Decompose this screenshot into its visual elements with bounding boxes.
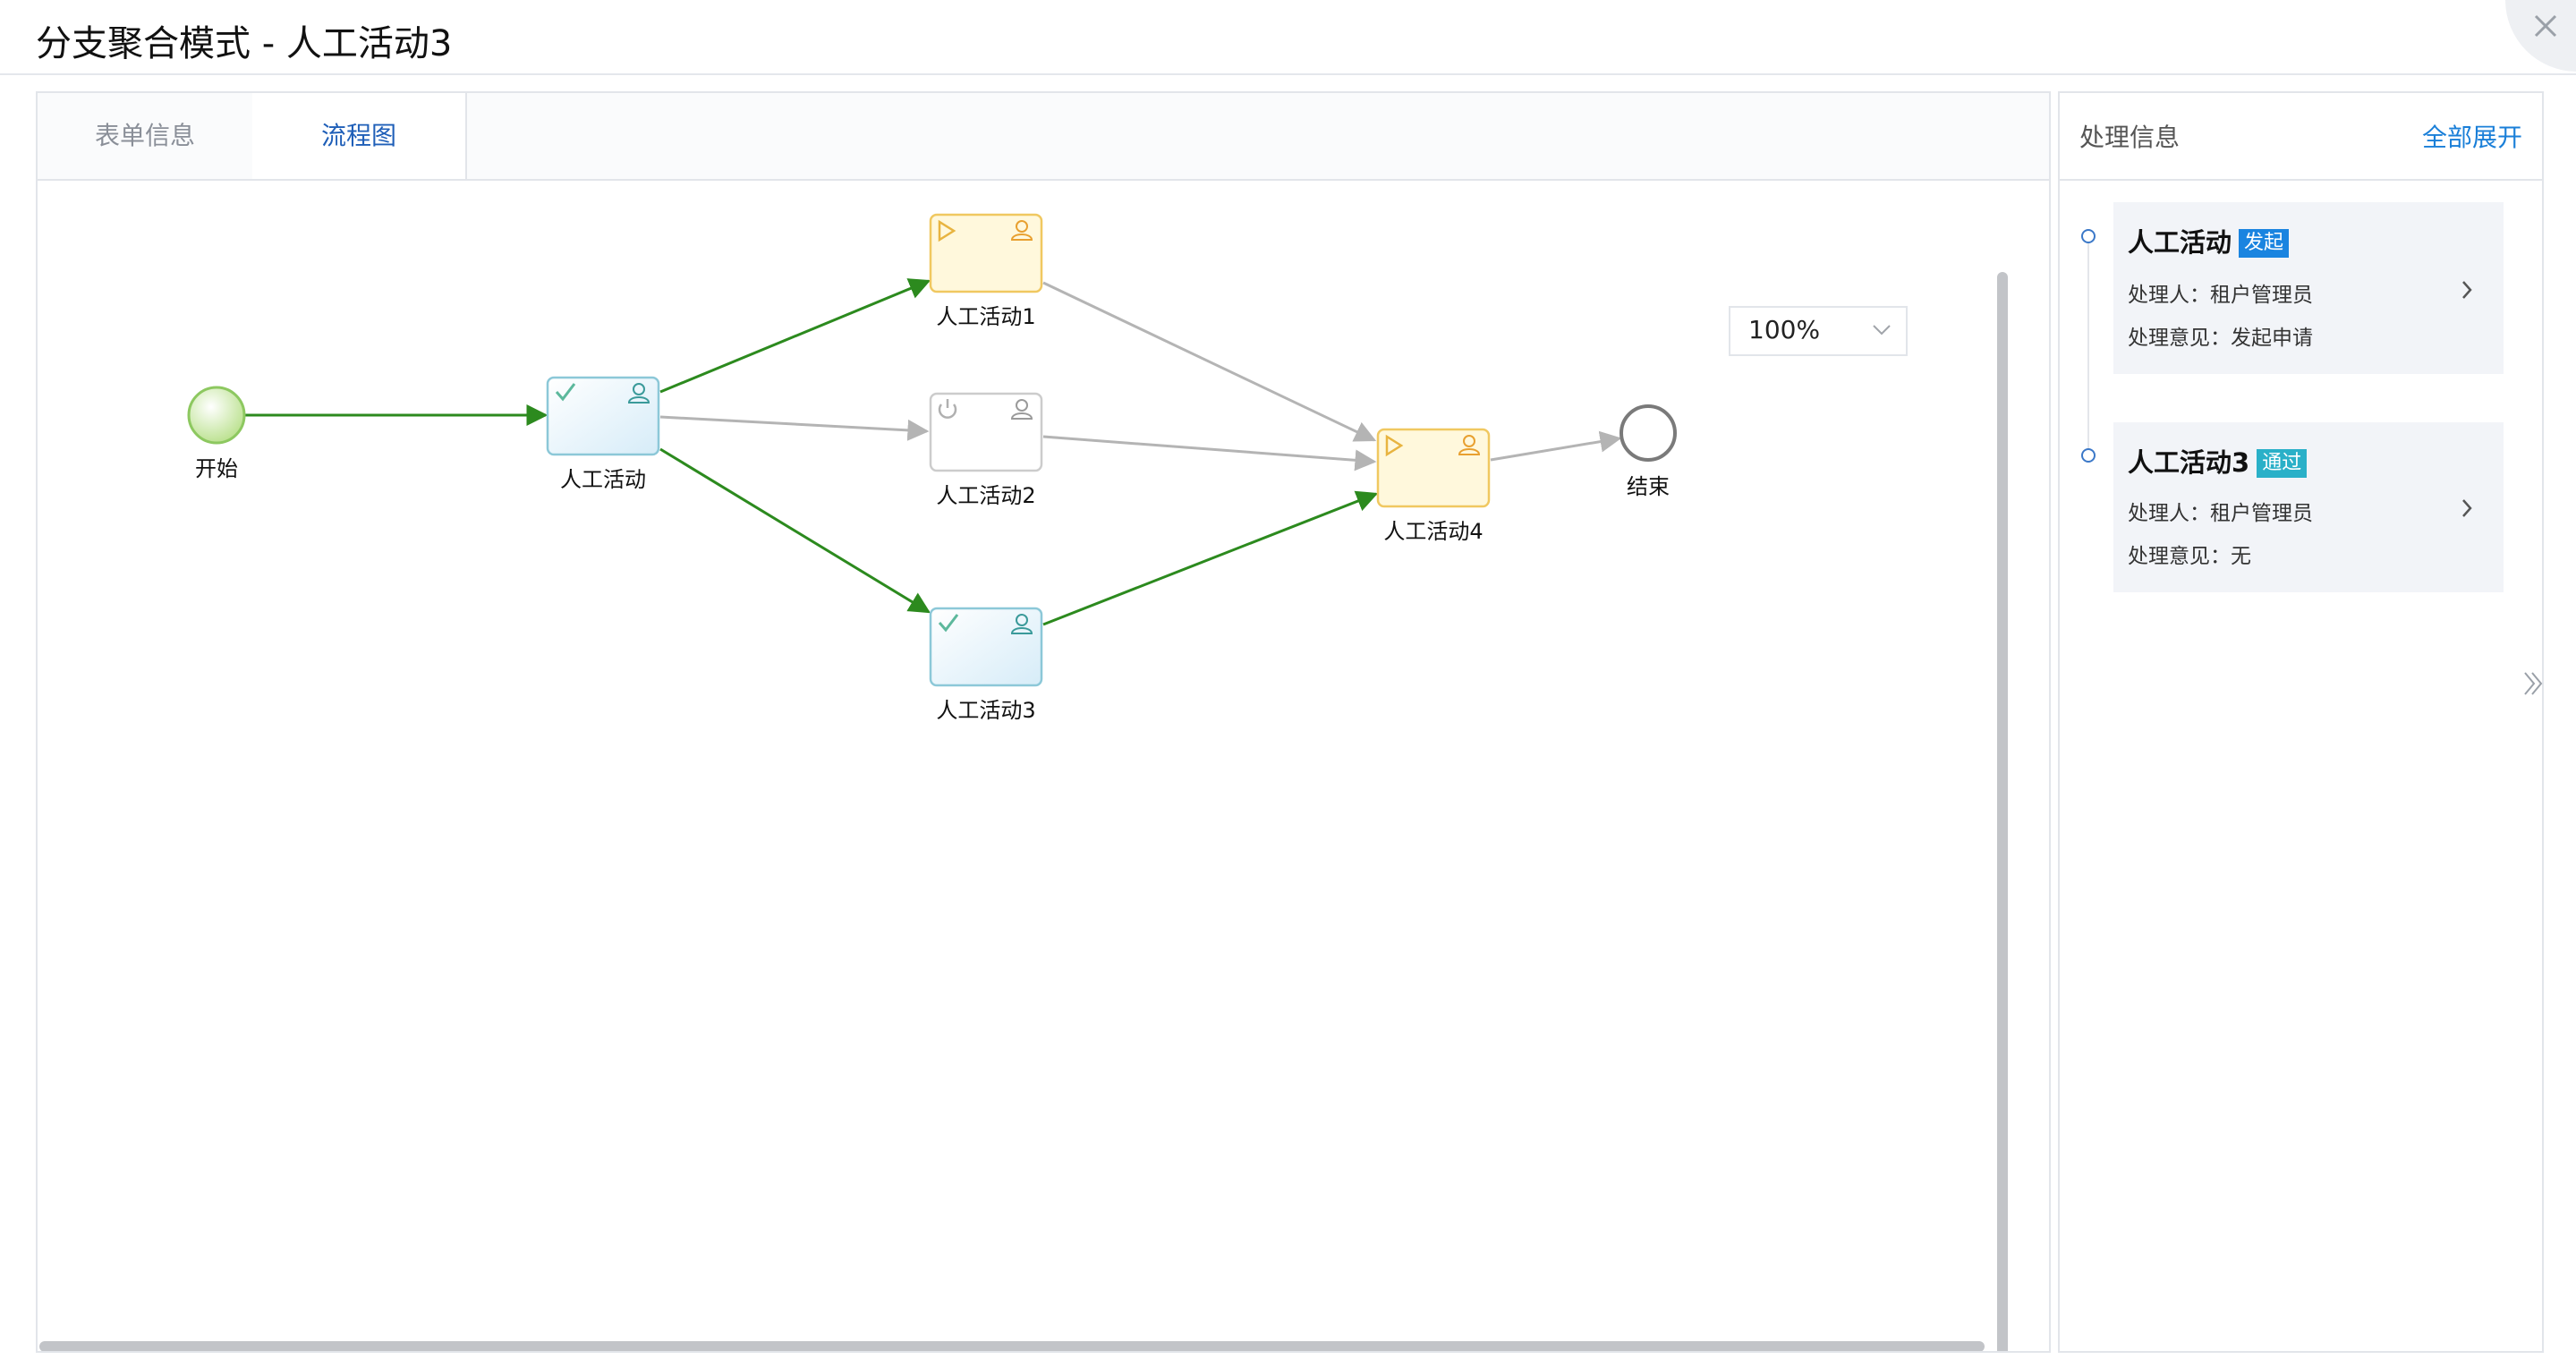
- close-icon: [2534, 14, 2557, 38]
- task-label-4: 人工活动4: [1383, 519, 1483, 544]
- flow-task0-task1: [659, 278, 931, 394]
- chevron-down-icon: [1873, 325, 1891, 336]
- task-node-0[interactable]: [546, 376, 660, 456]
- timeline-line: [2087, 238, 2089, 458]
- record-handler: 处理人：租户管理员: [2128, 284, 2313, 307]
- record-opinion: 处理意见：无: [2128, 545, 2251, 568]
- start-event[interactable]: [187, 386, 246, 445]
- flow-task3-task4: [1042, 490, 1379, 626]
- flow-task1-task4: [1042, 281, 1377, 442]
- dialog-title: 分支聚合模式 - 人工活动3: [36, 23, 453, 64]
- expand-all-link[interactable]: 全部展开: [2421, 123, 2522, 152]
- task-label-1: 人工活动1: [936, 304, 1035, 329]
- record-activity: 人工活动: [2128, 227, 2232, 258]
- status-badge: 通过: [2257, 449, 2308, 478]
- user-icon: [1458, 435, 1481, 455]
- status-badge: 发起: [2239, 229, 2290, 258]
- chevron-right-icon[interactable]: [2459, 279, 2475, 301]
- dialog-header: 分支聚合模式 - 人工活动3: [0, 0, 2576, 75]
- info-panel-header: 处理信息 全部展开: [2060, 93, 2542, 181]
- flow-task2-task4: [1042, 435, 1377, 472]
- tab-bar: 表单信息 流程图: [38, 93, 2049, 181]
- tab-form-info[interactable]: 表单信息: [38, 93, 254, 179]
- flowchart-diagram: 开始 人工活动 人工活动1: [187, 213, 1677, 723]
- task-node-2[interactable]: [929, 392, 1043, 472]
- user-icon: [1010, 220, 1033, 241]
- power-icon: [938, 399, 957, 419]
- play-icon: [938, 219, 956, 242]
- timeline-dot: [2081, 448, 2096, 463]
- task-node-3[interactable]: [929, 607, 1043, 687]
- task-node-4[interactable]: [1376, 428, 1491, 508]
- info-panel-title: 处理信息: [2079, 123, 2181, 152]
- end-event-label: 结束: [1627, 474, 1670, 499]
- timeline-dot: [2081, 229, 2096, 243]
- flow-task4-end: [1490, 430, 1622, 462]
- record-card-1[interactable]: 人工活动发起 处理人：租户管理员 处理意见：发起申请: [2113, 202, 2504, 374]
- check-icon: [555, 383, 576, 402]
- task-node-1[interactable]: [929, 213, 1043, 293]
- check-icon: [938, 614, 959, 633]
- task-label-2: 人工活动2: [936, 483, 1035, 508]
- chevron-right-icon[interactable]: [2459, 497, 2475, 519]
- play-icon: [1385, 434, 1404, 457]
- tab-flowchart[interactable]: 流程图: [252, 93, 467, 179]
- flow-task0-task3: [659, 447, 931, 614]
- vertical-scrollbar[interactable]: [1997, 272, 2008, 1351]
- user-icon: [627, 383, 650, 404]
- record-activity: 人工活动3: [2128, 447, 2250, 478]
- flow-task0-task2: [659, 415, 930, 441]
- zoom-value: 100%: [1748, 315, 1821, 344]
- flowchart-canvas[interactable]: 开始 人工活动 人工活动1: [38, 181, 2033, 1351]
- record-handler: 处理人：租户管理员: [2128, 502, 2313, 525]
- record-opinion: 处理意见：发起申请: [2128, 327, 2313, 350]
- double-chevron-right-icon[interactable]: [2521, 669, 2546, 698]
- task-label-3: 人工活动3: [936, 698, 1035, 723]
- task-label-0: 人工活动: [560, 467, 646, 492]
- info-panel: 处理信息 全部展开 人工活动发起 处理人：租户管理员 处理意见：发起申请 人工活…: [2058, 91, 2544, 1353]
- horizontal-scrollbar[interactable]: [39, 1341, 1985, 1351]
- start-event-label: 开始: [195, 456, 238, 481]
- flow-panel: 表单信息 流程图: [36, 91, 2051, 1353]
- user-icon: [1010, 614, 1033, 634]
- end-event[interactable]: [1620, 404, 1677, 462]
- user-icon: [1010, 399, 1033, 420]
- record-title: 人工活动发起: [2128, 222, 2290, 259]
- zoom-select[interactable]: 100%: [1729, 306, 1908, 356]
